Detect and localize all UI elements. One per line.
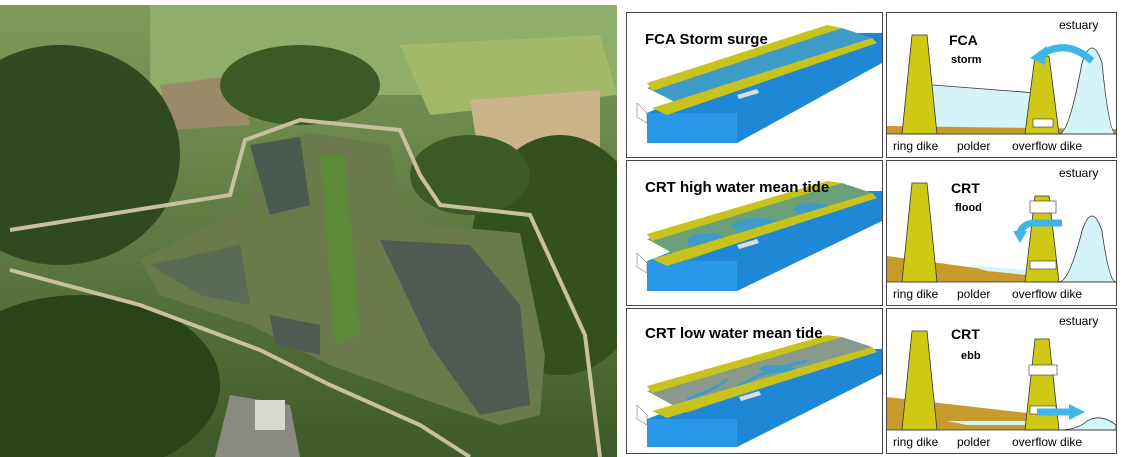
panel-title: FCA Storm surge [645, 31, 768, 48]
diagram-3d-crt-high: CRT high water mean tide [626, 160, 883, 306]
overflow-dike-label: overflow dike [1012, 435, 1082, 449]
polder-label: polder [957, 435, 990, 449]
cross-section-fca: FCA storm estuary ring dike polder overf… [886, 12, 1117, 158]
ring-dike-label: ring dike [893, 139, 939, 153]
estuary-label: estuary [1059, 314, 1098, 328]
aerial-photo [0, 5, 617, 457]
state-label: storm [951, 54, 982, 66]
cross-section-art: CRT flood estuary ring dike polder overf… [887, 166, 1116, 301]
ring-dike-label: ring dike [893, 435, 939, 449]
mode-label: FCA [949, 32, 978, 48]
mode-label: CRT [951, 326, 980, 342]
cross-section-crt-flood: CRT flood estuary ring dike polder overf… [886, 160, 1117, 306]
polder-3d-illustration [636, 181, 882, 291]
overflow-dike-label: overflow dike [1012, 139, 1082, 153]
cross-section-art: FCA storm estuary ring dike polder overf… [887, 18, 1116, 157]
polder-3d-illustration [636, 25, 882, 143]
estuary-label: estuary [1059, 166, 1098, 180]
polder-label: polder [957, 287, 990, 301]
aerial-photo-art [0, 5, 617, 457]
state-label: ebb [961, 350, 981, 362]
cross-section-crt-ebb: CRT ebb estuary ring dike polder overflo… [886, 308, 1117, 454]
polder-label: polder [957, 139, 990, 153]
diagram-3d-crt-low: CRT low water mean tide [626, 308, 883, 454]
state-label: flood [955, 202, 982, 214]
overflow-dike-label: overflow dike [1012, 287, 1082, 301]
panel-title: CRT low water mean tide [645, 325, 823, 342]
diagram-3d-fca: FCA Storm surge [626, 12, 883, 158]
ring-dike-label: ring dike [893, 287, 939, 301]
estuary-label: estuary [1059, 18, 1098, 32]
cross-section-art: CRT ebb estuary ring dike polder overflo… [887, 314, 1116, 449]
panel-title: CRT high water mean tide [645, 179, 830, 196]
mode-label: CRT [951, 180, 980, 196]
polder-3d-illustration [636, 335, 882, 447]
